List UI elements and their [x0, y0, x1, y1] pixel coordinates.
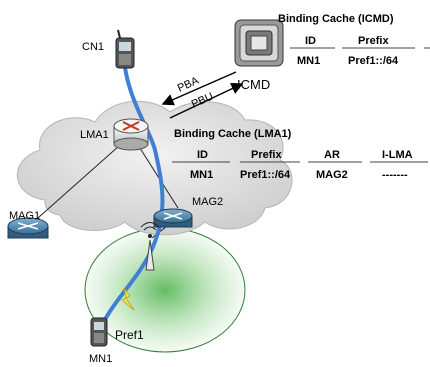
mag2-router-icon: [153, 208, 193, 228]
icmd-cache-header-prefix: Prefix: [358, 35, 389, 47]
lma1-router-icon: [113, 118, 149, 151]
lma-cache-header-ilma: I-LMA: [382, 149, 413, 161]
icmd-cache-cell-id: MN1: [297, 55, 320, 67]
lma-cache-cell-ar: MAG2: [316, 169, 348, 181]
icmd-cache-title: Binding Cache (ICMD): [278, 13, 394, 25]
coverage-area: [84, 227, 246, 353]
cn1-label: CN1: [82, 41, 104, 53]
link-lma-mag1: [29, 137, 129, 226]
data-path: [100, 58, 165, 327]
lma-cache-cell-id: MN1: [190, 169, 213, 181]
lma1-label: LMA1: [80, 129, 109, 141]
icmd-binding-cache-table: Binding Cache (ICMD) ID Prefix MN1 Pref1…: [278, 13, 430, 67]
icmd-server-icon: [234, 19, 284, 67]
antenna-icon: [140, 222, 160, 271]
icmd-cache-header-id: ID: [305, 35, 316, 47]
icmd-cache-cell-prefix: Pref1::/64: [348, 55, 399, 67]
lma-cache-cell-ilma: -------: [382, 169, 408, 181]
network-cloud: [16, 100, 293, 236]
lma-cache-header-ar: AR: [324, 149, 340, 161]
mag1-router-icon: [7, 217, 49, 239]
mn1-phone-icon: [90, 317, 108, 347]
pbu-arrow: [169, 83, 244, 119]
pba-arrow: [161, 71, 237, 106]
mn1-label: MN1: [89, 353, 112, 365]
mag2-label: MAG2: [192, 196, 223, 208]
wireless-link-icon: [121, 287, 135, 311]
mag1-label: MAG1: [9, 210, 40, 222]
lma-cache-header-id: ID: [197, 149, 208, 161]
lma-cache-header-prefix: Prefix: [251, 149, 282, 161]
lma1-binding-cache-table: Binding Cache (LMA1) ID Prefix AR I-LMA …: [172, 128, 428, 181]
pref1-label: Pref1: [115, 328, 144, 342]
lma-cache-title: Binding Cache (LMA1): [174, 128, 292, 140]
link-lma-mag2: [137, 144, 179, 209]
icmd-label: ICMD: [237, 77, 270, 92]
cn1-phone-icon: [115, 29, 135, 69]
pba-label: PBA: [176, 75, 202, 95]
lma-cache-cell-prefix: Pref1::/64: [240, 169, 291, 181]
